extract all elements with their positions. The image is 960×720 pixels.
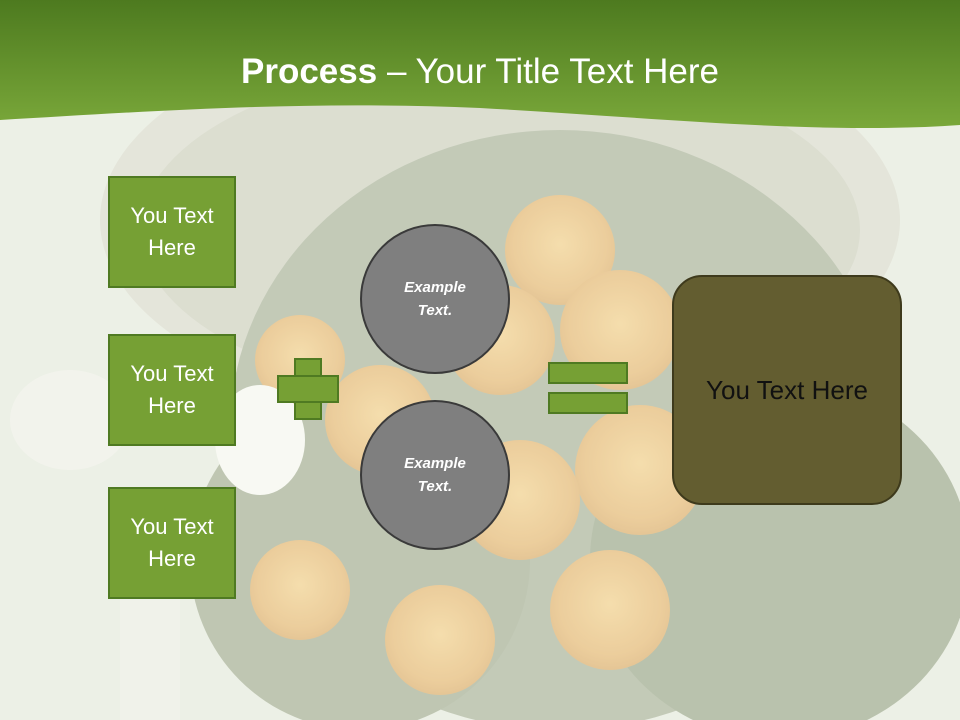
text-box-1[interactable]: You Text Here [108, 176, 236, 288]
example-circle-2[interactable]: Example Text. [360, 400, 510, 550]
result-box[interactable]: You Text Here [672, 275, 902, 505]
text-box-label: You Text Here [130, 514, 214, 571]
circle-label: Example Text. [404, 279, 466, 319]
example-circle-1[interactable]: Example Text. [360, 224, 510, 374]
text-box-label: You Text Here [130, 203, 214, 260]
text-box-2[interactable]: You Text Here [108, 334, 236, 446]
text-box-3[interactable]: You Text Here [108, 487, 236, 599]
title-bold: Process [241, 52, 378, 91]
slide-title: Process – Your Title Text Here [0, 52, 960, 92]
circle-label: Example Text. [404, 455, 466, 495]
text-box-label: You Text Here [130, 361, 214, 418]
title-rest: – Your Title Text Here [377, 52, 719, 91]
result-label: You Text Here [706, 374, 868, 405]
